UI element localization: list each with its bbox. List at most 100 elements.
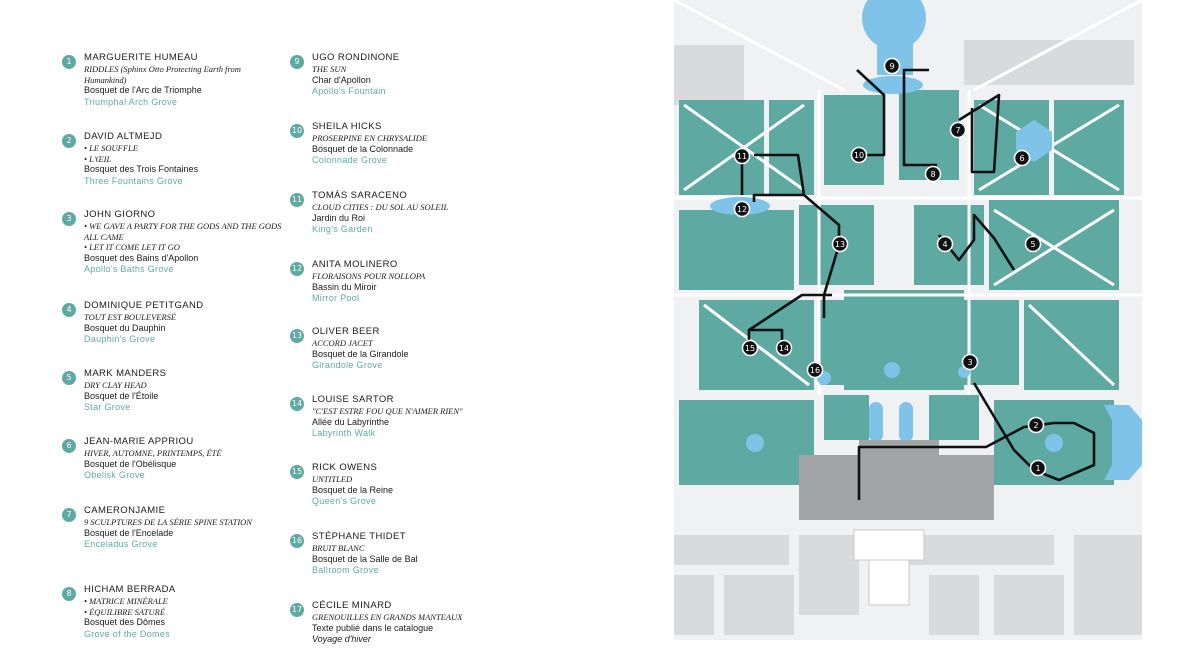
work-title: CLOUD CITIES : DU SOL AU SOLEIL xyxy=(312,202,449,212)
site-name: Bosquet de la Salle de Bal xyxy=(312,553,418,564)
map-marker-10: 10 xyxy=(850,146,868,164)
work-title: • LE SOUFFLE xyxy=(84,143,138,153)
site-name: Bosquet du Dauphin xyxy=(84,322,166,333)
work-title: PROSERPINE EN CHRYSALIDE xyxy=(312,133,428,143)
site-name-english: Apollo's Baths Grove xyxy=(84,264,174,274)
number-badge: 2 xyxy=(62,134,76,148)
artist-name: CAMERONJAMIE xyxy=(84,505,166,516)
site-name-english: Grove of the Domes xyxy=(84,628,170,639)
artist-name: JEAN-MARIE APPRIOU xyxy=(84,436,194,447)
artist-name: ANITA MOLINERO xyxy=(312,259,398,270)
number-badge: 15 xyxy=(290,465,304,479)
number-badge: 1 xyxy=(62,55,76,69)
site-name: Bosquet de l'Obélisque xyxy=(84,458,177,469)
work-title: DRY CLAY HEAD xyxy=(84,380,147,390)
site-name-english: Apollo's Fountain xyxy=(312,86,386,96)
site-name: Bosquet des Bains d'Apollon xyxy=(84,252,199,263)
site-name-english: Obelisk Grove xyxy=(84,470,145,480)
map-marker-1: 1 xyxy=(1029,459,1047,477)
artist-name: RICK OWENS xyxy=(312,462,378,473)
marker-number: 13 xyxy=(835,240,845,249)
work-title: • LET IT COME LET IT GO xyxy=(84,242,180,252)
number-badge: 8 xyxy=(62,587,76,601)
work-title: "C'EST ESTRE FOU QUE N'AIMER RIEN" xyxy=(312,406,463,416)
artist-name: MARGUERITE HUMEAU xyxy=(84,52,198,63)
number-badge: 16 xyxy=(290,534,304,548)
number-badge: 5 xyxy=(62,371,76,385)
work-title: • ÉQUILIBRE SATURÉ xyxy=(84,606,166,617)
site-name-english: Triumphal Arch Grove xyxy=(84,96,178,107)
map-marker-8: 8 xyxy=(924,165,942,183)
catalogue-title: Voyage d'hiver xyxy=(312,634,371,644)
map-marker-3: 3 xyxy=(961,353,979,371)
map-marker-9: 9 xyxy=(883,57,901,75)
number-badge: 17 xyxy=(290,603,304,617)
site-name-english: Colonnade Grove xyxy=(312,155,388,165)
map-marker-12: 12 xyxy=(733,200,751,218)
map-marker-2: 2 xyxy=(1027,416,1045,434)
marker-number: 6 xyxy=(1019,154,1024,163)
work-title: RIDDLES (Sphinx Otto Protecting Earth fr… xyxy=(84,64,241,85)
marker-number: 3 xyxy=(967,358,972,367)
artist-name: OLIVER BEER xyxy=(312,326,380,337)
marker-number: 10 xyxy=(854,151,864,160)
site-name: Char d'Apollon xyxy=(312,74,371,85)
work-title: THE SUN xyxy=(312,64,347,74)
site-name-english: Labyrinth Walk xyxy=(312,428,376,438)
work-title: 9 SCULPTURES DE LA SÉRIE SPINE STATION xyxy=(84,517,252,527)
site-name-english: Enceladus Grove xyxy=(84,539,158,549)
map-marker-5: 5 xyxy=(1024,235,1042,253)
work-title: • L'ŒIL xyxy=(84,153,112,164)
work-title: TOUT EST BOULEVERSÉ xyxy=(84,312,177,322)
marker-number: 16 xyxy=(810,366,820,375)
chateau-building xyxy=(799,440,994,520)
site-name-english: Girandole Grove xyxy=(312,360,383,370)
site-name-english: Star Grove xyxy=(84,402,131,412)
map-marker-15: 15 xyxy=(741,339,759,357)
marker-number: 4 xyxy=(942,240,947,249)
site-name-english: King's Garden xyxy=(312,224,373,234)
artist-name: DOMINIQUE PETITGAND xyxy=(84,300,204,311)
site-name-english: Ballroom Grove xyxy=(312,565,379,575)
site-name-english: Mirror Pool xyxy=(312,293,360,303)
marker-number: 11 xyxy=(737,152,747,161)
map-marker-6: 6 xyxy=(1013,149,1031,167)
work-title: HIVER, AUTOMNE, PRINTEMPS, ÉTÉ xyxy=(84,448,222,458)
number-badge: 3 xyxy=(62,212,76,226)
map-marker-7: 7 xyxy=(949,121,967,139)
number-badge: 11 xyxy=(290,193,304,207)
site-name: Bassin du Miroir xyxy=(312,281,377,292)
artist-name: STÉPHANE THIDET xyxy=(312,531,406,542)
site-name-english: Dauphin's Grove xyxy=(84,334,156,344)
work-title: FLORAISONS POUR NOLLOPA xyxy=(312,271,426,281)
marker-number: 7 xyxy=(955,126,960,135)
artist-name: CÉCILE MINARD xyxy=(312,600,392,611)
number-badge: 14 xyxy=(290,397,304,411)
artist-name: LOUISE SARTOR xyxy=(312,394,394,405)
marker-number: 9 xyxy=(889,62,894,71)
site-name: Bosquet de l'Arc de Triomphe xyxy=(84,85,202,95)
map-marker-16: 16 xyxy=(806,361,824,379)
site-name: Bosquet de la Girandole xyxy=(312,348,409,359)
map-marker-13: 13 xyxy=(831,235,849,253)
marker-number: 8 xyxy=(930,170,935,179)
site-name: Bosquet de la Colonnade xyxy=(312,143,414,154)
marker-number: 15 xyxy=(745,344,755,353)
marker-number: 14 xyxy=(779,344,789,353)
artist-name: TOMÁS SARACENO xyxy=(312,190,408,201)
artist-name: JOHN GIORNO xyxy=(84,209,156,220)
marker-number: 5 xyxy=(1030,240,1035,249)
artist-name: DAVID ALTMEJD xyxy=(84,131,163,142)
site-name: Bosquet de l'Encelade xyxy=(84,527,174,538)
work-title: UNTITLED xyxy=(312,474,353,484)
site-name: Bosquet des Trois Fontaines xyxy=(84,164,199,174)
number-badge: 10 xyxy=(290,124,304,138)
work-title: • WE GAVE A PARTY FOR THE GODS AND THE G… xyxy=(84,221,282,242)
number-badge: 7 xyxy=(62,508,76,522)
site-name: Texte publié dans le catalogue xyxy=(312,622,434,633)
artist-name: UGO RONDINONE xyxy=(312,52,400,63)
site-name-english: Queen's Grove xyxy=(312,496,377,506)
site-name: Bosquet de l'Étoile xyxy=(84,390,159,401)
